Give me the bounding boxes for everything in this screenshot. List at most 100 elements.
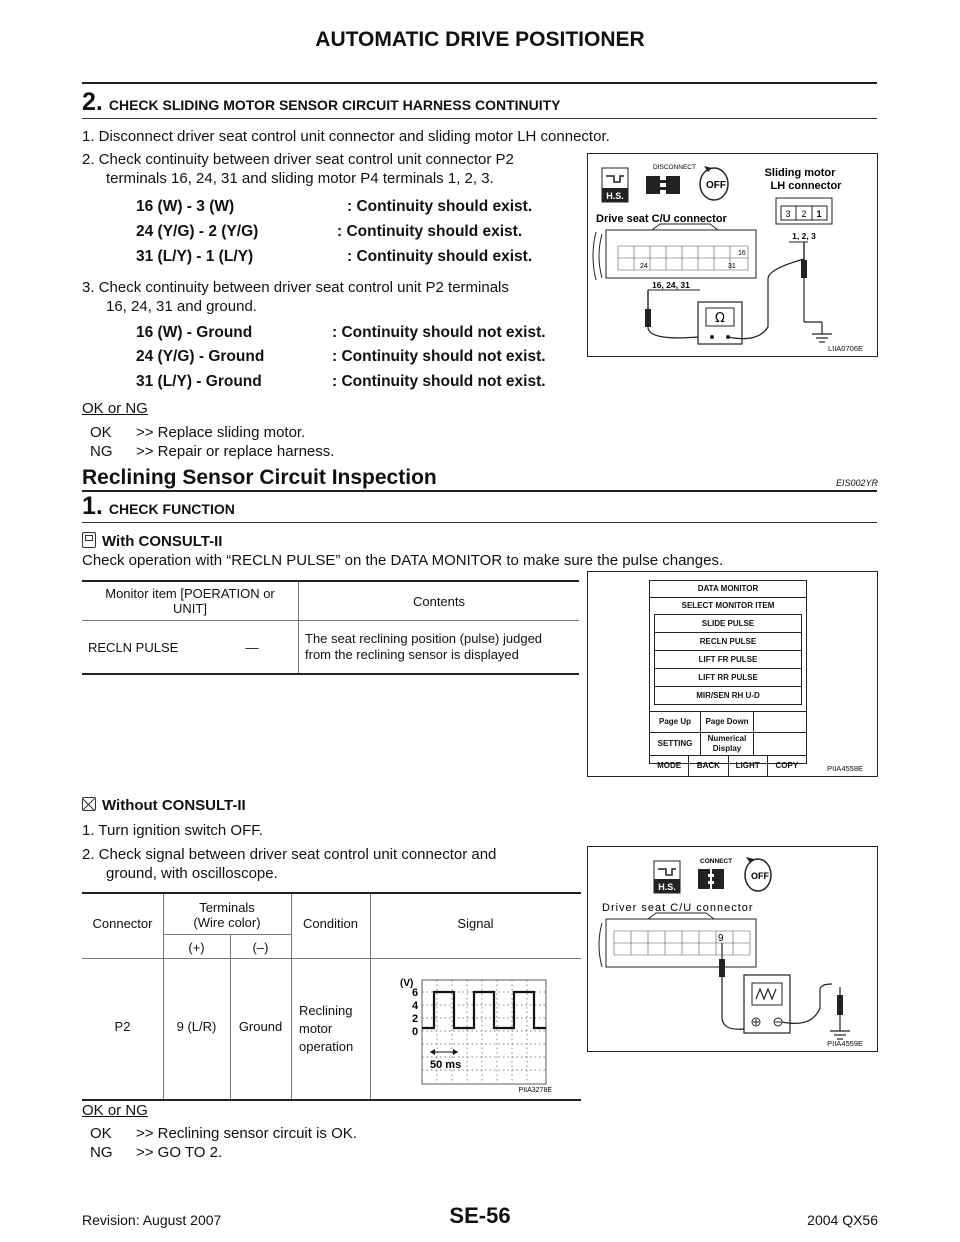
monitor-item-lift-rr[interactable]: LIFT RR PULSE [655, 669, 801, 687]
monitor-item-contents: The seat reclining position (pulse) judg… [298, 620, 579, 675]
signal-row-connector: P2 [114, 1019, 131, 1034]
terminals-label: Terminals [199, 900, 255, 915]
cu-pin-9: 9 [718, 933, 724, 944]
ground-result-3: : Continuity should not exist. [332, 373, 546, 390]
step-rule [82, 118, 877, 119]
contents-line-2: from the reclining sensor is displayed [305, 647, 519, 662]
ground-pins-1: 16 (W) - Ground [136, 324, 253, 341]
continuity-result-2: : Continuity should exist. [337, 223, 523, 240]
light-button[interactable]: LIGHT [729, 756, 768, 776]
monitor-header-contents: Contents [298, 580, 579, 621]
y-label-0: 0 [412, 1026, 418, 1038]
cu-pin-16: 16 [738, 250, 746, 257]
condition-line-1: Reclining [299, 1003, 353, 1018]
contents-line-1: The seat reclining position (pulse) judg… [305, 631, 543, 646]
without-item-2-cont: ground, with oscilloscope. [106, 865, 278, 882]
ohm-symbol: Ω [715, 311, 725, 326]
continuity-diagram: H.S. DISCONNECT OFF Sliding motor LH con… [592, 164, 843, 345]
ground-symbol [812, 333, 832, 343]
monitor-item-list: SLIDE PULSE RECLN PULSE LIFT FR PULSE LI… [654, 614, 802, 705]
ng-key-1: NG [90, 443, 113, 460]
monitor-item-lift-fr[interactable]: LIFT FR PULSE [655, 651, 801, 669]
monitor-header-item: Monitor item [POERATION or UNIT] [82, 580, 299, 621]
page-buttons-row: Page Up Page Down [650, 711, 806, 732]
step-rule [82, 522, 877, 523]
oscilloscope-figure: H.S. CONNECT OFF Driver seat C/U connect… [587, 846, 878, 1052]
cu-connector-label: Drive seat C/U connector [596, 213, 728, 225]
disconnect-label: DISCONNECT [653, 164, 696, 171]
signal-header-condition: Condition [303, 916, 358, 931]
step2-item-3: 3. Check continuity between driver seat … [82, 279, 509, 296]
figure-code: PIIA4558E [827, 764, 863, 773]
monitor-table: Monitor item [POERATION or UNIT] Content… [82, 580, 579, 675]
page-up-button[interactable]: Page Up [650, 712, 701, 732]
setting-row: SETTING Numerical Display [650, 732, 806, 755]
cu-pin-31: 31 [728, 263, 736, 270]
numerical-label: Numerical [707, 734, 747, 743]
lh-connector-label: LH connector [771, 180, 843, 192]
connect-icon: CONNECT [698, 858, 732, 889]
continuity-figure: H.S. DISCONNECT OFF Sliding motor LH con… [587, 153, 878, 357]
ok-or-ng-1: OK or NG [82, 400, 148, 417]
cu-connector-label: Driver seat C/U connector [602, 902, 754, 914]
ground-result-2: : Continuity should not exist. [332, 348, 546, 365]
ok-value-1: >> Replace sliding motor. [136, 424, 306, 441]
numerical-display-button[interactable]: Numerical Display [701, 733, 754, 755]
continuity-result-3: : Continuity should exist. [347, 248, 533, 265]
without-item-2: 2. Check signal between driver seat cont… [82, 846, 497, 863]
page-title: AUTOMATIC DRIVE POSITIONER [315, 28, 645, 51]
footer-revision: Revision: August 2007 [82, 1212, 222, 1228]
step-2-heading: 2.CHECK SLIDING MOTOR SENSOR CIRCUIT HAR… [82, 88, 561, 117]
consult-screen: DATA MONITOR SELECT MONITOR ITEM SLIDE P… [649, 580, 807, 776]
lh-terminals-label: 1, 2, 3 [792, 231, 816, 241]
section-rule [82, 490, 877, 492]
continuity-pins-2: 24 (Y/G) - 2 (Y/G) [136, 223, 259, 240]
back-button[interactable]: BACK [689, 756, 729, 776]
ng-value-1: >> Repair or replace harness. [136, 443, 335, 460]
figure-code: PIIA4559E [827, 1039, 863, 1048]
consult-icon [82, 532, 96, 548]
data-monitor-title: DATA MONITOR [650, 581, 806, 598]
without-item-1: 1. Turn ignition switch OFF. [82, 822, 263, 839]
step-title: CHECK SLIDING MOTOR SENSOR CIRCUIT HARNE… [108, 97, 561, 113]
section-code: EIS002YR [835, 478, 878, 488]
y-label-4: 4 [412, 1000, 419, 1012]
page-down-button[interactable]: Page Down [701, 712, 754, 732]
condition-line-3: operation [299, 1039, 354, 1054]
signal-figure-code: PIIA3278E [519, 1087, 553, 1094]
ground-pins-3: 31 (L/Y) - Ground [136, 373, 262, 390]
ok-key-1: OK [90, 424, 112, 441]
step-1-heading: 1.CHECK FUNCTION [82, 492, 235, 521]
setting-button[interactable]: SETTING [650, 733, 701, 755]
lh-pin-3: 3 [785, 209, 790, 219]
with-consult-description: Check operation with “RECLN PULSE” on th… [82, 552, 724, 569]
ignition-off-icon: OFF [699, 166, 729, 201]
signal-row-condition: Reclining motor operation [299, 1002, 353, 1056]
cu-connector: 16 24 31 [592, 223, 757, 281]
sliding-motor-label: Sliding motor [765, 167, 837, 179]
signal-header-signal: Signal [457, 916, 494, 931]
signal-table: Connector Terminals (Wire color) Conditi… [82, 892, 581, 1101]
monitor-item-recln[interactable]: RECLN PULSE [655, 633, 801, 651]
figure-code: LIIA0706E [827, 344, 863, 353]
cu-connector: 9 [598, 912, 757, 968]
hs-icon: H.S. [653, 860, 681, 894]
signal-header-terminals: Terminals (Wire color) [163, 900, 291, 930]
signal-row-plus: 9 (L/R) [176, 1019, 217, 1034]
monitor-item-slide[interactable]: SLIDE PULSE [655, 615, 801, 633]
consult-screen-figure: DATA MONITOR SELECT MONITOR ITEM SLIDE P… [587, 571, 878, 777]
ignition-off-icon: OFF [744, 857, 772, 892]
time-scale: 50 ms [430, 1059, 461, 1071]
monitor-item-mir-sen[interactable]: MIR/SEN RH U-D [696, 691, 760, 700]
step2-item-1: 1. Disconnect driver seat control unit c… [82, 128, 610, 145]
wire-color-label: (Wire color) [193, 915, 261, 930]
copy-button[interactable]: COPY [775, 761, 799, 770]
ground-pins-2: 24 (Y/G) - Ground [136, 348, 265, 365]
mode-button[interactable]: MODE [650, 756, 690, 776]
mode-row: MODE BACK LIGHT COPY [650, 755, 806, 776]
section-title: Reclining Sensor Circuit Inspection [82, 466, 437, 489]
with-consult-heading: With CONSULT-II [82, 532, 222, 550]
continuity-pins-1: 16 (W) - 3 (W) [136, 198, 235, 215]
monitor-item-name: RECLN PULSE [82, 620, 206, 675]
hs-label: H.S. [658, 882, 676, 892]
